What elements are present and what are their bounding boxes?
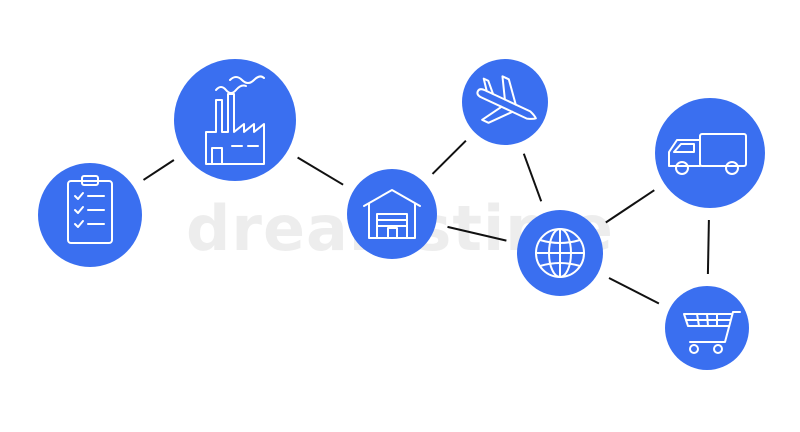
airplane-icon xyxy=(476,75,537,124)
delivery-truck-icon xyxy=(668,133,747,175)
node-cart xyxy=(665,286,749,370)
edge-airplane-globe xyxy=(522,153,543,202)
edge-warehouse-globe xyxy=(447,225,507,242)
node-circle xyxy=(655,98,765,208)
node-circle xyxy=(462,59,548,145)
clipboard-checklist-icon xyxy=(67,175,113,244)
node-warehouse xyxy=(347,169,437,259)
shopping-cart-icon xyxy=(683,311,741,354)
warehouse-icon xyxy=(363,189,421,239)
edge-factory-warehouse xyxy=(297,156,344,186)
edge-globe-cart xyxy=(608,277,660,305)
node-factory xyxy=(174,59,296,181)
node-airplane xyxy=(462,59,548,145)
node-circle xyxy=(38,163,142,267)
factory-icon xyxy=(205,75,265,165)
globe-icon xyxy=(535,228,585,278)
edge-warehouse-airplane xyxy=(431,139,467,175)
edge-globe-truck xyxy=(605,189,655,224)
node-globe xyxy=(517,210,603,296)
node-truck xyxy=(655,98,765,208)
edge-truck-cart xyxy=(706,219,710,275)
node-circle xyxy=(665,286,749,370)
connector-lines xyxy=(142,139,710,305)
edge-checklist-factory xyxy=(142,159,175,181)
node-checklist xyxy=(38,163,142,267)
